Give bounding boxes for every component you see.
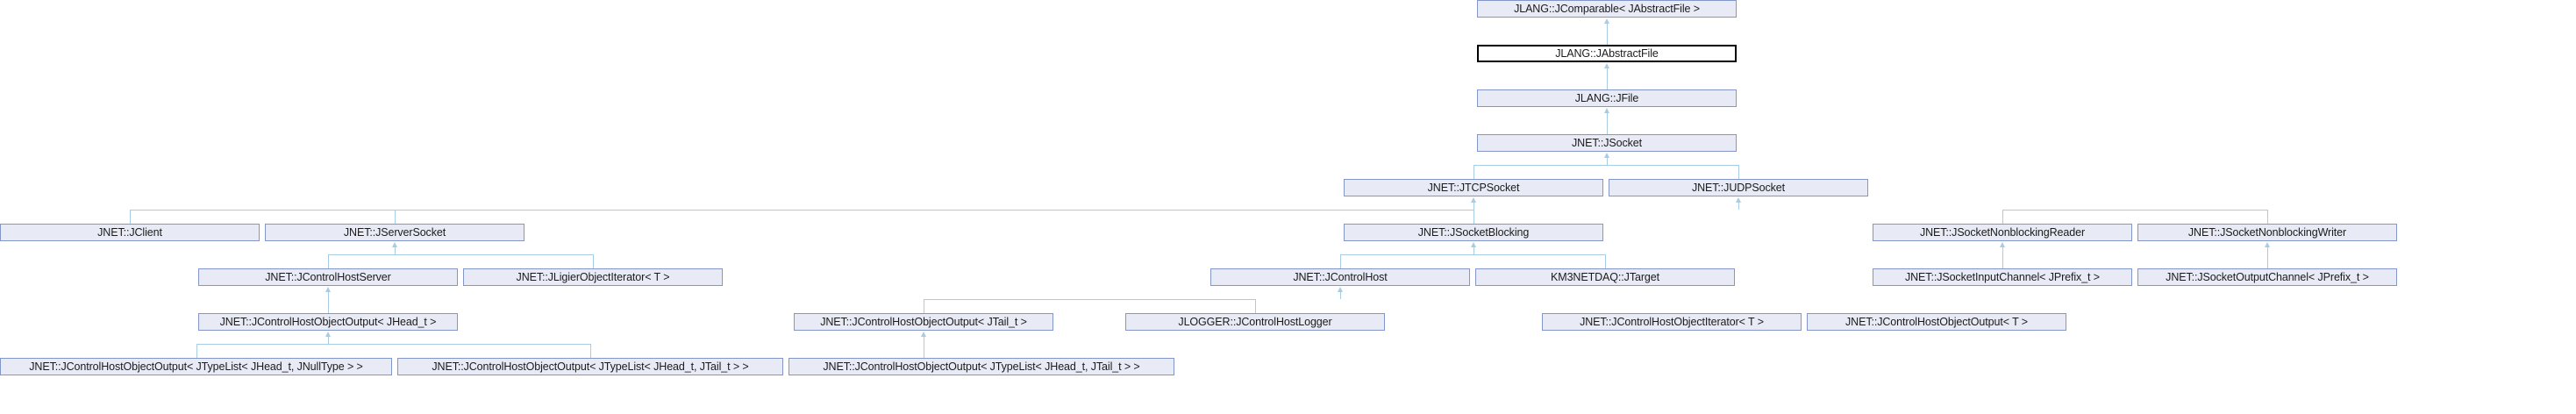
inheritance-edge <box>2002 210 2267 211</box>
inheritance-edge <box>1738 202 1739 210</box>
inheritance-edge <box>130 210 131 224</box>
inheritance-edge <box>2002 210 2003 224</box>
inheritance-edge <box>2002 246 2003 268</box>
inheritance-edge <box>1738 165 1739 179</box>
inheritance-arrowhead <box>325 287 331 292</box>
inheritance-edge <box>1340 291 1341 299</box>
class-node[interactable]: JNET::JSocketNonblockingWriter <box>2137 224 2397 241</box>
inheritance-edge <box>395 210 396 224</box>
inheritance-edge <box>1340 254 1341 268</box>
class-node[interactable]: JNET::JSocketBlocking <box>1344 224 1603 241</box>
class-node[interactable]: JNET::JControlHostObjectOutput< JTypeLis… <box>0 358 392 375</box>
class-node[interactable]: JLANG::JComparable< JAbstractFile > <box>1477 0 1737 18</box>
class-node[interactable]: JNET::JUDPSocket <box>1609 179 1868 196</box>
class-node[interactable]: JNET::JControlHost <box>1210 268 1470 286</box>
inheritance-arrowhead <box>392 242 397 247</box>
inheritance-edge <box>1474 165 1738 166</box>
class-node[interactable]: JLOGGER::JControlHostLogger <box>1125 313 1385 331</box>
class-node[interactable]: JNET::JControlHostObjectOutput< T > <box>1807 313 2066 331</box>
inheritance-arrowhead <box>1736 197 1741 203</box>
inheritance-edge <box>590 344 591 358</box>
class-node-current[interactable]: JLANG::JAbstractFile <box>1477 45 1737 62</box>
class-node[interactable]: JNET::JSocketOutputChannel< JPrefix_t > <box>2137 268 2397 286</box>
class-node[interactable]: KM3NETDAQ::JTarget <box>1475 268 1735 286</box>
inheritance-arrowhead <box>2265 242 2270 247</box>
inheritance-edge <box>1340 254 1605 255</box>
class-node[interactable]: JNET::JTCPSocket <box>1344 179 1603 196</box>
inheritance-edge <box>328 254 329 268</box>
inheritance-edge <box>1607 68 1608 89</box>
inheritance-edge <box>1607 23 1608 45</box>
class-node[interactable]: JNET::JControlHostObjectOutput< JHead_t … <box>198 313 458 331</box>
inheritance-arrowhead <box>2000 242 2005 247</box>
inheritance-arrowhead <box>1338 287 1343 292</box>
inheritance-edge <box>328 254 593 255</box>
inheritance-edge <box>196 344 197 358</box>
class-node[interactable]: JNET::JClient <box>0 224 260 241</box>
class-node[interactable]: JNET::JControlHostObjectOutput< JTypeLis… <box>397 358 783 375</box>
inheritance-edge <box>2267 210 2268 224</box>
inheritance-edge <box>593 254 594 268</box>
inheritance-edge <box>328 336 329 344</box>
class-node[interactable]: JNET::JServerSocket <box>265 224 524 241</box>
class-node[interactable]: JNET::JSocketInputChannel< JPrefix_t > <box>1873 268 2132 286</box>
inheritance-arrowhead <box>1471 242 1476 247</box>
class-node[interactable]: JNET::JControlHostObjectOutput< JTypeLis… <box>788 358 1174 375</box>
inheritance-arrowhead <box>1604 153 1609 158</box>
class-node[interactable]: JNET::JControlHostServer <box>198 268 458 286</box>
inheritance-edge <box>1607 112 1608 134</box>
inheritance-arrowhead <box>1604 18 1609 24</box>
class-node[interactable]: JNET::JLigierObjectIterator< T > <box>463 268 723 286</box>
class-node[interactable]: JNET::JSocket <box>1477 134 1737 152</box>
inheritance-edge <box>1605 254 1606 268</box>
inheritance-edge <box>924 299 1255 300</box>
inheritance-edge <box>1607 157 1608 165</box>
inheritance-arrowhead <box>921 332 926 337</box>
inheritance-edge <box>2267 246 2268 268</box>
inheritance-edge <box>130 210 1474 211</box>
class-node[interactable]: JLANG::JFile <box>1477 89 1737 107</box>
class-node[interactable]: JNET::JControlHostObjectIterator< T > <box>1542 313 1802 331</box>
inheritance-edge <box>1255 299 1256 313</box>
inheritance-edge <box>395 246 396 254</box>
inheritance-arrowhead <box>1604 63 1609 68</box>
class-node[interactable]: JNET::JControlHostObjectOutput< JTail_t … <box>794 313 1053 331</box>
inheritance-arrowhead <box>325 332 331 337</box>
inheritance-edge <box>328 291 329 313</box>
inheritance-edge <box>196 344 590 345</box>
inheritance-arrowhead <box>1471 197 1476 203</box>
class-node[interactable]: JNET::JSocketNonblockingReader <box>1873 224 2132 241</box>
inheritance-arrowhead <box>1604 108 1609 113</box>
